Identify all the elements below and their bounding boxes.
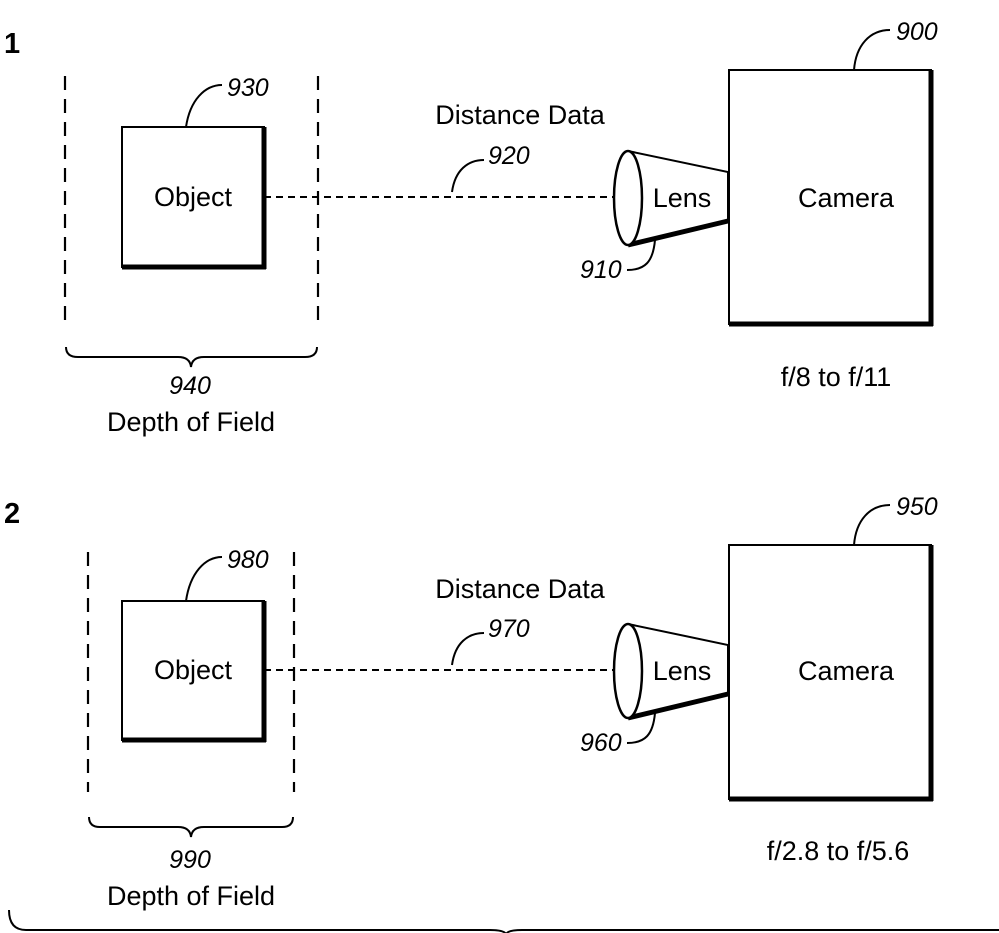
- ref-950: 950: [896, 493, 938, 521]
- ref-960: 960: [580, 729, 622, 757]
- camera-900-label: Camera: [798, 183, 895, 213]
- panel-2: 2 Object 980 Distance Data 970 Lens 960: [4, 493, 938, 911]
- object-980-box: [121, 600, 267, 743]
- ref-920: 920: [488, 142, 530, 170]
- panel-1: 1 Object 930 Distance Data 920 Lens 910: [4, 18, 938, 437]
- ref-900: 900: [896, 18, 938, 46]
- ref-930-leader: [185, 84, 223, 128]
- camera-950-box: [728, 544, 934, 802]
- lens-910-shape: [612, 149, 729, 248]
- lens-960-label: Lens: [653, 656, 712, 686]
- lens-910-label: Lens: [653, 183, 712, 213]
- dof-990-label: Depth of Field: [107, 881, 275, 911]
- figure-grouping-brace: [8, 909, 999, 933]
- lens-960-shape: [612, 622, 729, 721]
- dof-940-ref: 940: [169, 372, 211, 400]
- ref-950-leader: [853, 504, 891, 546]
- ref-960-leader: [626, 712, 656, 744]
- panel-2-number: 2: [4, 498, 20, 530]
- camera-950-label: Camera: [798, 656, 895, 686]
- dof-990-ref: 990: [169, 846, 211, 874]
- camera-950-aperture: f/2.8 to f/5.6: [767, 836, 910, 866]
- ref-980-leader: [185, 556, 223, 602]
- object-930-label: Object: [154, 182, 233, 212]
- ref-900-leader: [853, 29, 891, 71]
- camera-900-aperture: f/8 to f/11: [781, 362, 892, 392]
- ref-980: 980: [227, 546, 269, 574]
- camera-900-box: [728, 69, 934, 327]
- ref-910-leader: [626, 239, 656, 271]
- distance-970-label: Distance Data: [435, 574, 606, 604]
- dof-940-label: Depth of Field: [107, 407, 275, 437]
- ref-930: 930: [227, 74, 269, 102]
- distance-920-label: Distance Data: [435, 100, 606, 130]
- panel-1-number: 1: [4, 28, 20, 60]
- ref-970: 970: [488, 615, 530, 643]
- ref-910: 910: [580, 256, 622, 284]
- ref-970-leader: [451, 632, 485, 666]
- ref-920-leader: [451, 159, 485, 193]
- object-980-label: Object: [154, 655, 233, 685]
- dof-940-brace: [65, 346, 318, 368]
- dof-990-brace: [88, 816, 294, 838]
